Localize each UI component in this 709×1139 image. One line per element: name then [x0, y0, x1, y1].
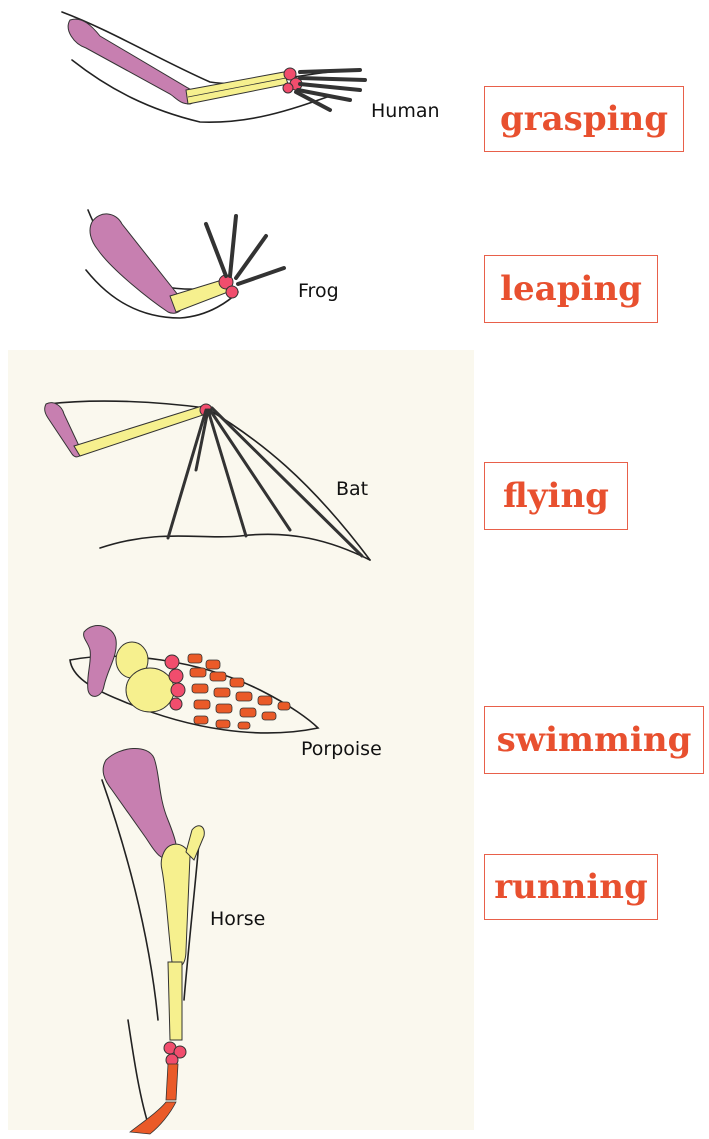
- paper-background: [8, 350, 474, 1130]
- human-radius-ulna: [186, 72, 288, 104]
- animal-label-human: Human: [371, 100, 440, 122]
- animal-label-porpoise: Porpoise: [301, 738, 382, 760]
- function-label-swimming: swimming: [484, 706, 704, 774]
- human-forelimb: [62, 12, 365, 122]
- frog-humerus: [90, 214, 183, 313]
- function-label-flying: flying: [484, 462, 628, 530]
- human-humerus: [68, 19, 195, 104]
- animal-label-bat: Bat: [336, 478, 368, 500]
- frog-digits: [206, 216, 284, 284]
- animal-label-frog: Frog: [298, 280, 339, 302]
- function-label-running: running: [484, 854, 658, 920]
- animal-label-horse: Horse: [210, 908, 265, 930]
- function-label-leaping: leaping: [484, 255, 658, 323]
- function-label-grasping: grasping: [484, 86, 684, 152]
- frog-forelimb: [86, 210, 284, 318]
